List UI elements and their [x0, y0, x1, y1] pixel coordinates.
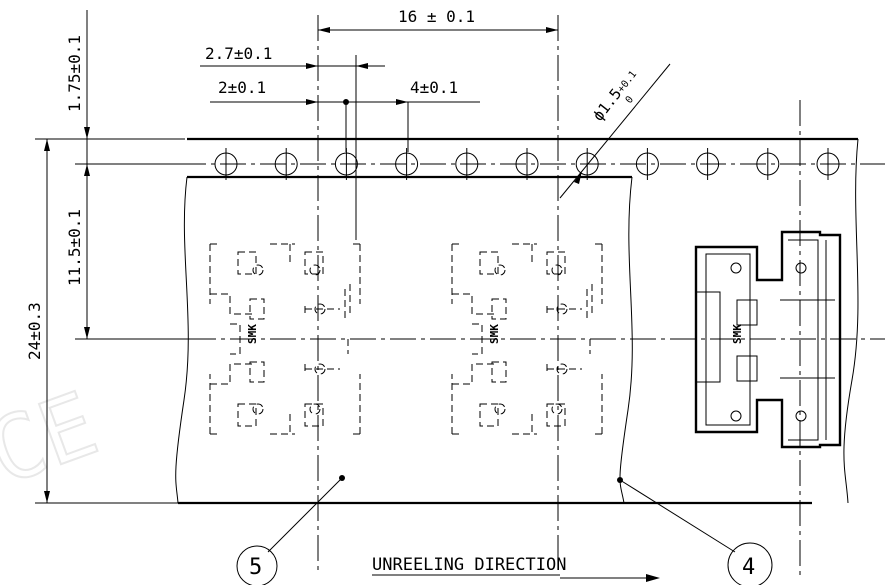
- dim-2-7-text: 2.7±0.1: [205, 44, 272, 63]
- balloon-4: 4: [617, 477, 773, 585]
- balloon-5-label: 5: [249, 555, 262, 580]
- watermark-text: CE: [0, 372, 110, 505]
- balloon-4-label: 4: [742, 555, 755, 580]
- dim-hole-tol-upper: +0.1: [616, 69, 640, 95]
- component-marking-2: SMK: [488, 324, 501, 344]
- dim-pitch-16-text: 16 ± 0.1: [398, 7, 475, 26]
- dim-2-7: 2.7±0.1: [200, 44, 385, 240]
- component-pocket-1: SMK: [209, 243, 361, 435]
- component-pocket-2: SMK: [451, 243, 603, 435]
- dim-2: 2±0.1 4±0.1: [210, 78, 480, 152]
- dim-hole-tol-lower: 0: [624, 94, 636, 106]
- unreeling-direction-text: UNREELING DIRECTION: [372, 555, 566, 575]
- dim-11-5-text: 11.5±0.1: [65, 209, 84, 286]
- dim-2-text: 2±0.1: [218, 78, 266, 97]
- dim-pitch-16: 16 ± 0.1: [318, 7, 558, 33]
- dim-1-75-text: 1.75±0.1: [65, 35, 84, 112]
- component-marking-3: SMK: [731, 324, 744, 344]
- dim-left-verticals: 1.75±0.1 11.5±0.1 24±0.3: [25, 10, 190, 504]
- carrier-tape: [175, 137, 859, 505]
- unreeling-direction: UNREELING DIRECTION: [372, 555, 660, 582]
- component-part: SMK: [694, 230, 842, 449]
- dim-24-text: 24±0.3: [25, 302, 44, 360]
- dim-4-text: 4±0.1: [410, 78, 458, 97]
- balloon-5: 5: [236, 475, 345, 585]
- component-marking-1: SMK: [246, 324, 259, 344]
